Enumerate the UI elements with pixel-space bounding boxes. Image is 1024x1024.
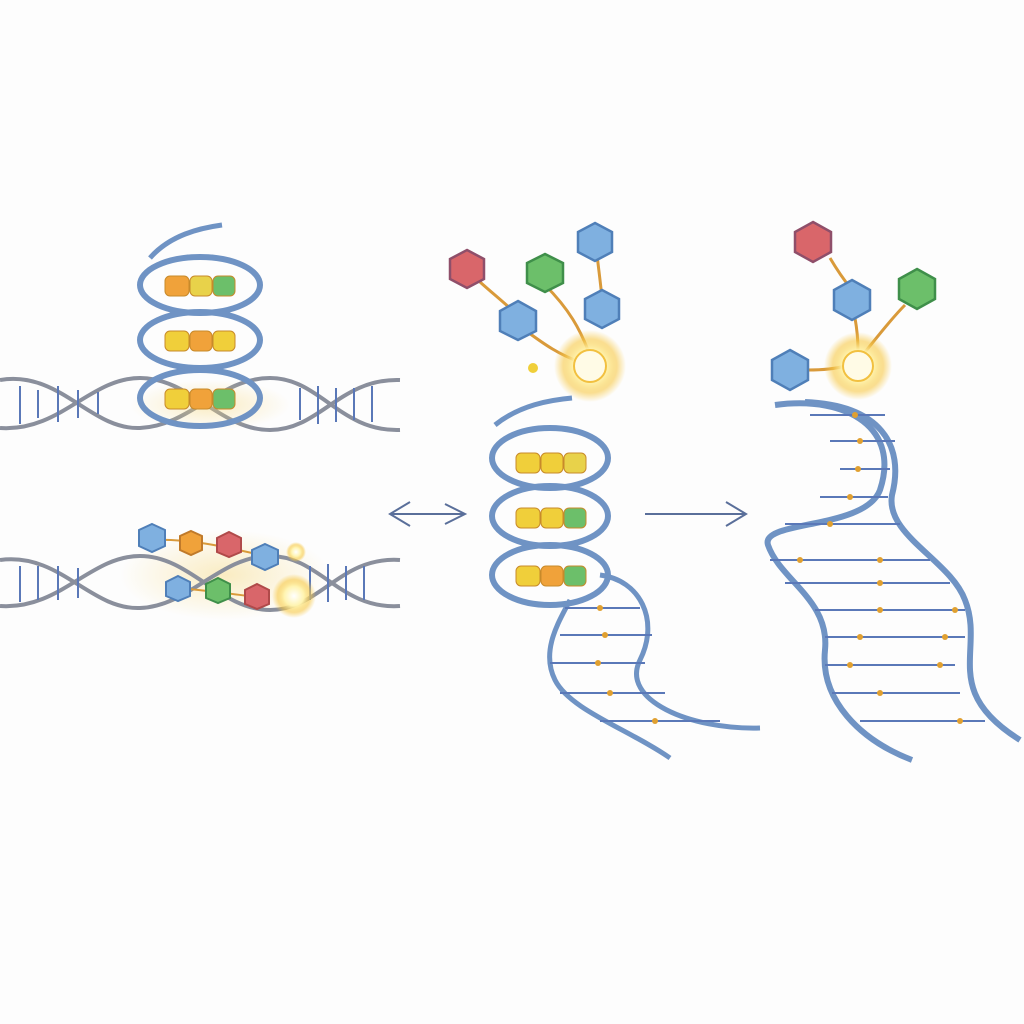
energy-burst-icon [824, 332, 892, 400]
rung-dots-right [797, 412, 963, 724]
nucleosome-hexagons [138, 522, 279, 611]
open-dna-right [764, 220, 1022, 763]
double-arrow-left-right-icon [388, 501, 468, 527]
coil-rings-center [489, 425, 611, 608]
glow-spot [272, 574, 316, 618]
coil-top-tail [148, 222, 223, 260]
rung-dots [595, 605, 658, 724]
enzyme-hexagons-right [770, 220, 937, 392]
histone-beads-center [515, 452, 587, 587]
open-chromatin-bottom-left [0, 522, 401, 620]
dna-ladder-right [764, 399, 1022, 763]
remodeler-center [448, 221, 761, 761]
histone-beads [164, 275, 236, 410]
arrow-right-icon [645, 501, 748, 527]
dna-ladder-rungs-right [770, 414, 985, 722]
energy-burst-icon [554, 330, 626, 402]
compact-chromatin-top-left [0, 222, 401, 433]
dna-ladder-center [547, 572, 761, 761]
coil-rings [137, 254, 263, 429]
enzyme-hexagons [448, 221, 621, 342]
dna-rungs [19, 386, 373, 424]
dna-helix-horizontal-2 [0, 553, 401, 613]
